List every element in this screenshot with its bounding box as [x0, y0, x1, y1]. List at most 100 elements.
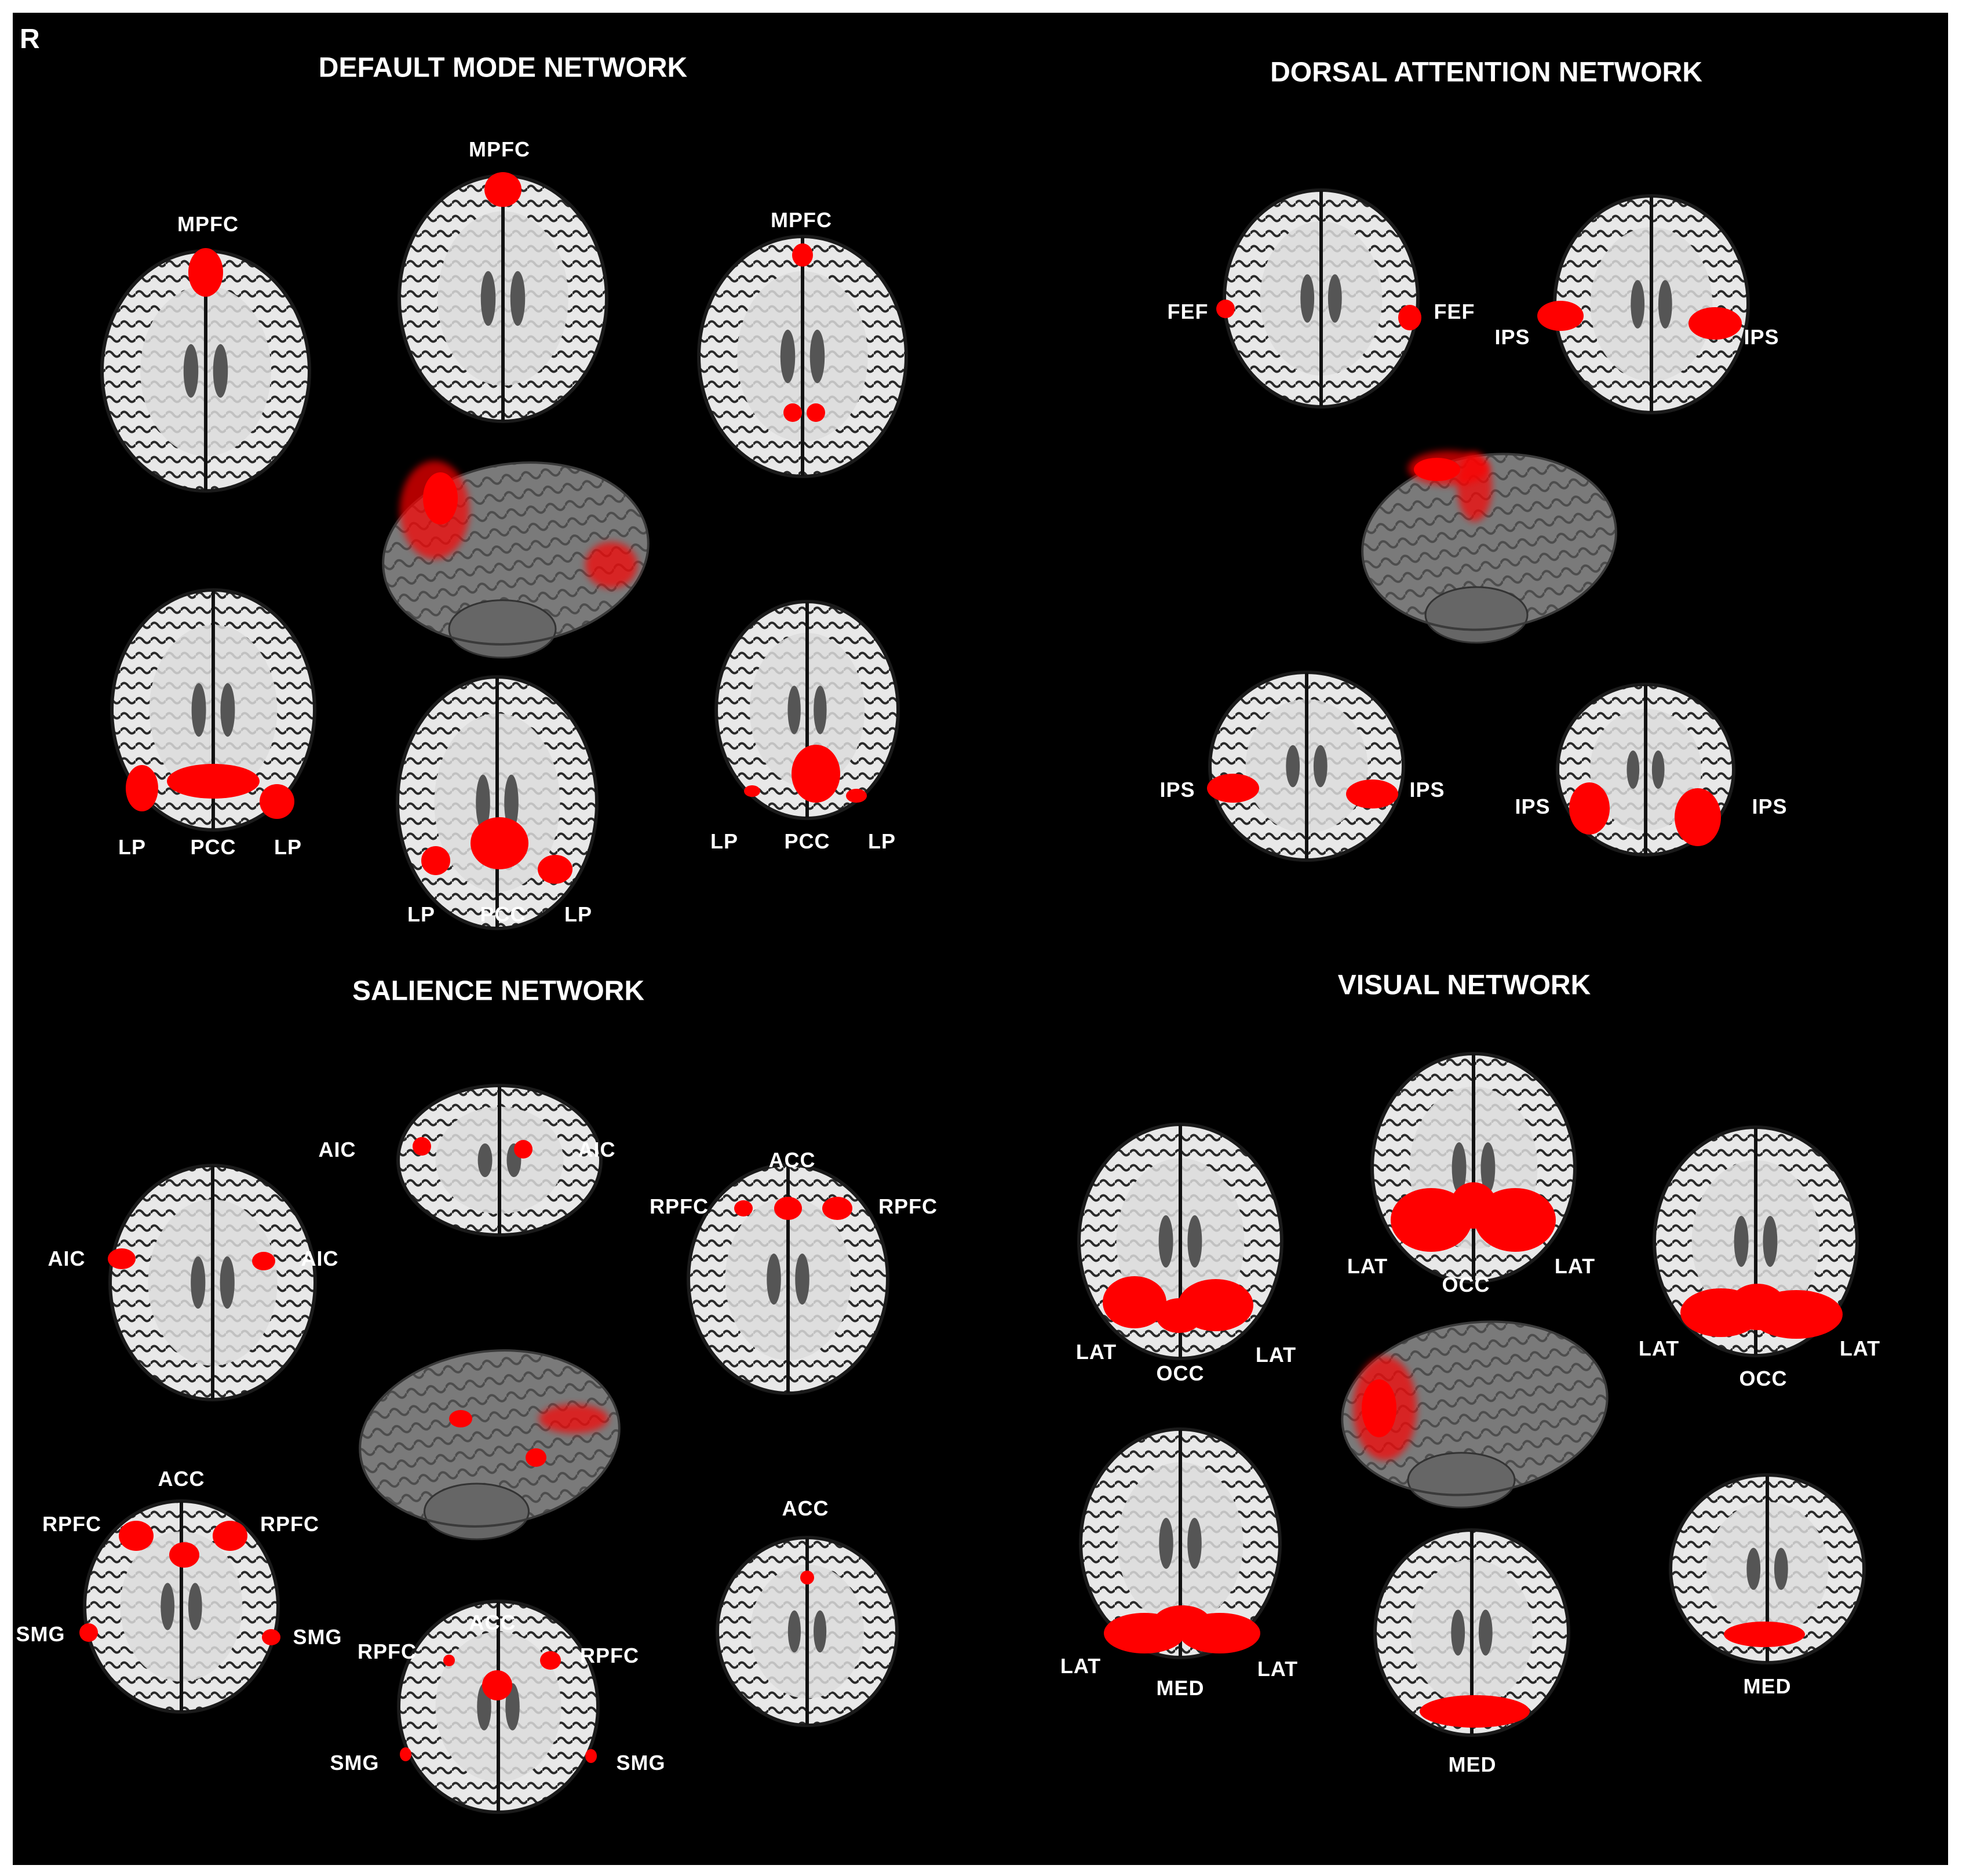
axial-slice: [100, 248, 311, 493]
activation-blob: [1537, 301, 1584, 331]
region-label: PCC: [190, 835, 236, 859]
region-label: RPFC: [580, 1644, 639, 1667]
activation-blob: [1569, 782, 1610, 835]
activation-blob: [1362, 1379, 1396, 1437]
activation-blob: [413, 1137, 431, 1156]
axial-slice: [697, 235, 908, 478]
region-label: AIC: [578, 1138, 616, 1161]
activation-blob: [585, 1749, 597, 1763]
activation-blob: [1346, 779, 1398, 808]
region-label: RPFC: [42, 1512, 101, 1536]
region-label: OCC: [1442, 1273, 1490, 1296]
activation-blob: [1450, 1182, 1497, 1229]
activation-blob: [538, 855, 572, 884]
activation-blob: [484, 172, 522, 207]
lateral-brain-surface: [1341, 1320, 1609, 1509]
region-label: AIC: [48, 1247, 86, 1270]
axial-slice: [714, 600, 900, 820]
activation-blob: [792, 745, 840, 803]
axial-slice: [1653, 1125, 1859, 1357]
region-label: LP: [867, 829, 896, 853]
axial-slice: [396, 675, 599, 930]
region-label: LAT: [1638, 1336, 1680, 1360]
activation-blob: [1216, 300, 1235, 318]
region-label: IPS: [1744, 325, 1779, 349]
network-title-default-mode: DEFAULT MODE NETWORK: [318, 52, 688, 83]
activation-blob: [800, 1571, 814, 1584]
region-label: SMG: [616, 1751, 666, 1775]
activation-blob: [774, 1197, 802, 1220]
activation-blob: [1724, 1622, 1805, 1647]
activation-blob: [421, 846, 450, 875]
activation-blob: [1457, 452, 1492, 522]
region-label: PCC: [480, 902, 526, 926]
axial-slice: [1216, 188, 1421, 409]
activation-blob: [1103, 1276, 1166, 1328]
region-label: LP: [407, 902, 436, 926]
axial-slice: [1077, 1123, 1283, 1360]
activation-blob: [846, 789, 867, 803]
axial-slice: [716, 1536, 899, 1727]
activation-blob: [482, 1670, 512, 1700]
activation-blob: [1207, 774, 1259, 803]
orientation-label: R: [20, 24, 40, 54]
activation-blob: [585, 542, 637, 588]
activation-blob: [1675, 788, 1721, 846]
region-label: SMG: [293, 1625, 342, 1649]
region-label: MED: [1448, 1753, 1497, 1776]
region-label: SMG: [330, 1751, 380, 1775]
region-label: OCC: [1739, 1367, 1788, 1390]
axial-slice: [1373, 1528, 1570, 1737]
activation-blob: [1728, 1284, 1786, 1330]
region-label: RPFC: [260, 1512, 319, 1536]
region-label: LAT: [1257, 1657, 1299, 1681]
region-label: LAT: [1075, 1340, 1117, 1364]
axial-slice: [396, 1084, 603, 1237]
activation-blob: [783, 403, 802, 422]
activation-blob: [540, 1651, 561, 1670]
region-label: RPFC: [878, 1194, 938, 1218]
region-label: LP: [273, 835, 302, 859]
activation-blob: [792, 243, 813, 267]
region-label: ACC: [782, 1496, 829, 1520]
activation-blob: [1420, 1695, 1530, 1728]
region-label: LAT: [1347, 1254, 1388, 1278]
lateral-brain-surface: [359, 1349, 621, 1540]
lateral-brain-surface: [1361, 451, 1617, 644]
activation-blob: [1153, 1605, 1211, 1640]
activation-blob: [539, 1404, 608, 1433]
activation-blob: [423, 472, 458, 524]
activation-blob: [108, 1248, 136, 1269]
activation-blob: [1156, 1298, 1202, 1333]
activation-blob: [822, 1197, 852, 1220]
region-label: MED: [1743, 1674, 1792, 1698]
network-title-visual: VISUAL NETWORK: [1337, 970, 1591, 1001]
activation-blob: [167, 764, 260, 799]
lateral-brain-surface: [382, 461, 650, 659]
activation-blob: [744, 785, 760, 797]
activation-blob: [262, 1629, 280, 1645]
activation-blob: [449, 1410, 472, 1427]
activation-blob: [119, 1521, 154, 1551]
axial-slice: [108, 1164, 317, 1401]
axial-slice: [1079, 1427, 1282, 1659]
activation-blob: [1414, 458, 1460, 481]
region-label: SMG: [16, 1622, 65, 1646]
region-label: RPFC: [650, 1194, 709, 1218]
region-label: PCC: [784, 829, 830, 853]
activation-blob: [213, 1521, 247, 1551]
region-label: LAT: [1060, 1654, 1102, 1678]
activation-blob: [188, 248, 223, 297]
region-label: MED: [1156, 1676, 1205, 1700]
activation-blob: [471, 817, 528, 869]
axial-slice: [1370, 1052, 1577, 1284]
axial-slice: [1207, 671, 1405, 862]
region-label: LP: [564, 902, 593, 926]
axial-slice: [1669, 1473, 1866, 1664]
region-label: MPFC: [177, 212, 239, 236]
axial-slice: [397, 1600, 600, 1814]
activation-blob: [734, 1200, 753, 1216]
region-label: RPFC: [358, 1640, 417, 1663]
region-label: ACC: [469, 1611, 516, 1634]
